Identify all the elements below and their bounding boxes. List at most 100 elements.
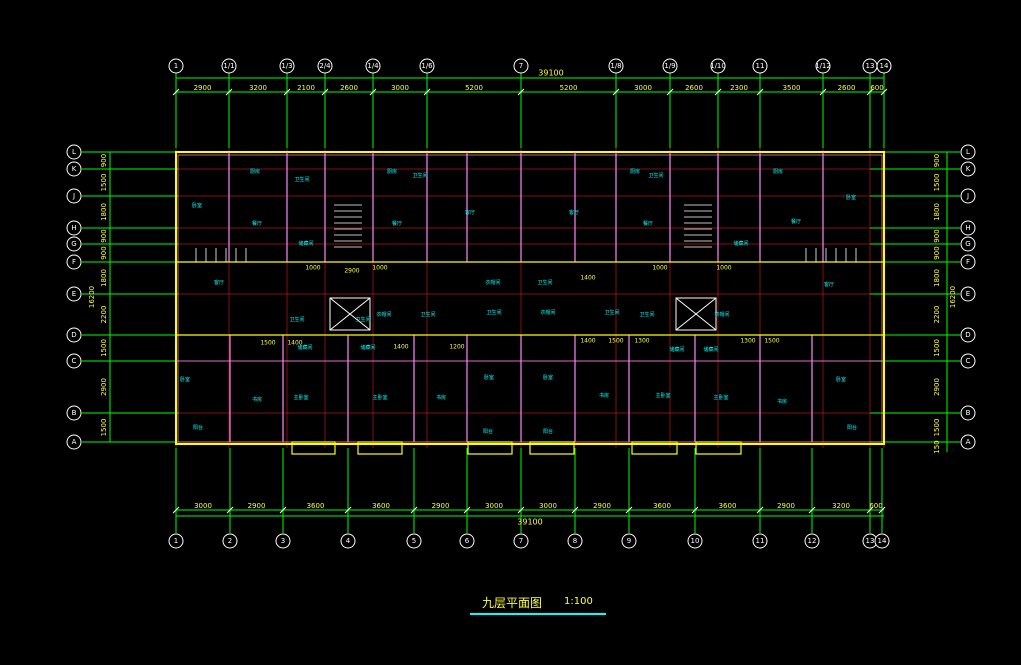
axis-bubble-left-7-circle [66, 327, 82, 343]
room-label-49: 储藏间 [703, 346, 718, 353]
axis-bubble-left-4-circle [66, 236, 82, 252]
axis-bubble-left-1-label: K [72, 165, 77, 173]
room-label-21: 衣帽间 [485, 279, 500, 286]
axis-bubble-left-0-circle [66, 144, 82, 160]
bay-window-4 [631, 441, 678, 455]
dim-top-1: 3200 [249, 84, 267, 92]
axis-bubble-bottom-12-label: 13 [866, 537, 875, 545]
tick-top-0 [172, 88, 180, 96]
interior-dim-0: 1000 [305, 265, 320, 272]
axis-bubble-bottom-5-circle [459, 533, 475, 549]
interior-dim-14: 1300 [740, 338, 755, 345]
dim-left-5: 1800 [100, 269, 108, 287]
axis-bubble-left-5-circle [66, 254, 82, 270]
axis-bubble-bottom-0-circle [168, 533, 184, 549]
interior-dim-4: 1400 [580, 275, 595, 282]
axis-bubble-bottom-6-circle [513, 533, 529, 549]
room-label-11: 客厅 [569, 209, 579, 216]
dim-bottom-0: 3000 [194, 502, 212, 510]
interior-dim-12: 1500 [608, 338, 623, 345]
room-label-4: 厨房 [630, 168, 640, 175]
dim-right-7: 1500 [933, 339, 941, 357]
tick-top-11 [819, 88, 827, 96]
dim-top-5: 5200 [465, 84, 483, 92]
dim-bottom-total: 39100 [517, 518, 542, 527]
axis-bubble-right-9-label: B [966, 409, 971, 417]
axis-bubble-left-2-label: J [72, 192, 75, 200]
tick-top-5 [423, 88, 431, 96]
dim-left-2: 1800 [100, 203, 108, 221]
room-label-9: 餐厅 [392, 220, 402, 227]
dim-top-3: 2600 [340, 84, 358, 92]
dim-bottom-9: 3600 [719, 502, 737, 510]
interior-dim-10: 1200 [449, 344, 464, 351]
axis-bubble-right-8-circle [960, 353, 976, 369]
dim-left-6: 2200 [100, 306, 108, 324]
tick-bottom-13 [878, 506, 886, 514]
tick-top-13 [880, 88, 888, 96]
axis-bubble-bottom-10-circle [752, 533, 768, 549]
room-label-25: 卫生间 [604, 309, 619, 316]
axis-bubble-bottom-10-label: 11 [756, 537, 765, 545]
axis-bubble-left-3-circle [66, 220, 82, 236]
dim-top-total: 39100 [538, 69, 563, 78]
axis-bubble-right-1-label: K [966, 165, 971, 173]
room-label-29: 书房 [252, 396, 262, 403]
dim-right-total: 16200 [949, 286, 957, 308]
bay-window-1 [357, 441, 403, 455]
axis-bubble-left-1-circle [66, 161, 82, 177]
interior-dim-9: 1400 [393, 344, 408, 351]
room-label-48: 储藏间 [669, 346, 684, 353]
axis-bubble-top-1-circle [221, 58, 237, 74]
room-label-13: 餐厅 [791, 218, 801, 225]
dim-top-11: 2600 [838, 84, 856, 92]
axis-bubble-bottom-4-label: 5 [412, 537, 416, 545]
axis-bubble-bottom-2-circle [275, 533, 291, 549]
dim-bottom-10: 2900 [777, 502, 795, 510]
axis-bubble-right-7-label: D [965, 331, 970, 339]
dim-left-7: 1500 [100, 339, 108, 357]
axis-bubble-top-9-circle [710, 58, 726, 74]
axis-bubble-bottom-13-circle [874, 533, 890, 549]
room-label-20: 卫生间 [420, 311, 435, 318]
room-label-37: 主卧室 [713, 394, 728, 401]
axis-bubble-top-5-circle [419, 58, 435, 74]
axis-bubble-bottom-8-label: 9 [627, 537, 631, 545]
room-label-35: 书房 [599, 392, 609, 399]
room-label-32: 书房 [436, 394, 446, 401]
dim-bottom-5: 3000 [485, 502, 503, 510]
axis-bubble-top-4-circle [365, 58, 381, 74]
room-label-28: 卧室 [180, 376, 190, 383]
room-label-7: 卧室 [192, 202, 202, 209]
room-label-15: 客厅 [214, 279, 224, 286]
tick-bottom-2 [279, 506, 287, 514]
interior-dim-13: 1300 [634, 338, 649, 345]
axis-bubble-right-4-circle [960, 236, 976, 252]
tick-top-6 [517, 88, 525, 96]
bay-window-5 [695, 441, 742, 455]
axis-bubble-right-3-circle [960, 220, 976, 236]
dim-right-5: 1800 [933, 269, 941, 287]
room-label-5: 卫生间 [648, 172, 663, 179]
room-label-33: 卧室 [484, 374, 494, 381]
axis-bubble-right-2-label: J [966, 192, 969, 200]
axis-bubble-bottom-7-label: 8 [573, 537, 577, 545]
axis-bubble-left-4-label: G [71, 240, 76, 248]
room-label-0: 厨房 [250, 168, 260, 175]
room-label-31: 主卧室 [372, 394, 387, 401]
dim-right-4: 900 [933, 246, 941, 259]
bay-window-3 [529, 441, 575, 455]
dim-left-4: 900 [100, 246, 108, 259]
axis-bubble-right-5-circle [960, 254, 976, 270]
dim-top-2: 2100 [297, 84, 315, 92]
tick-top-8 [666, 88, 674, 96]
tick-bottom-7 [571, 506, 579, 514]
axis-bubble-bottom-4-circle [406, 533, 422, 549]
axis-bubble-top-13-circle [876, 58, 892, 74]
dim-left-9: 1500 [100, 419, 108, 437]
room-label-22: 卫生间 [537, 279, 552, 286]
axis-bubble-left-6-label: E [72, 290, 76, 298]
axis-bubble-right-5-label: F [966, 258, 970, 266]
axis-bubble-top-4-label: 1/4 [367, 62, 379, 70]
